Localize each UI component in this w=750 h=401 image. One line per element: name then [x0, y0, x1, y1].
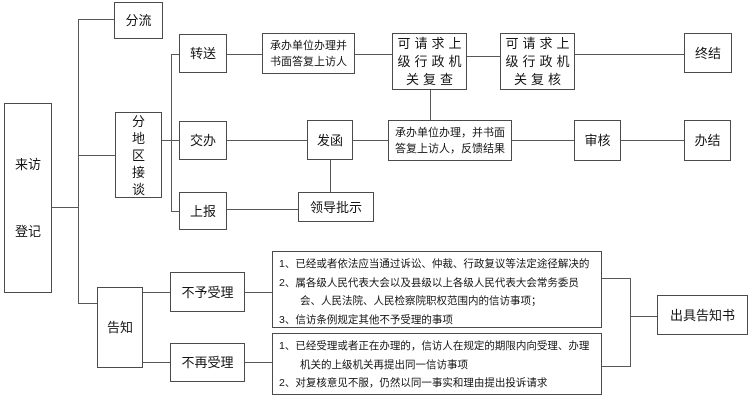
node-review-request: 可请求上 级行政机 关复查 — [392, 33, 467, 90]
connector-handle-review — [355, 54, 392, 55]
node-regional-talk: 分地区接谈 — [115, 112, 162, 198]
close-case-label: 办结 — [694, 133, 721, 148]
not-accept-reason-line: 1、已经或者依法应当通过诉讼、仲裁、行政复议等法定途径解决的 — [279, 258, 590, 270]
recheck-request-label: 可请求上 级行政机 关复核 — [505, 35, 574, 87]
no-longer-accept-reason-line: 1、已经受理或者正在办理的，信访人在规定的期限内向受理、办理 — [279, 340, 590, 352]
connector-trunk-vertical — [78, 19, 79, 304]
connector-recheck-terminate — [575, 54, 684, 55]
connector-reasons1-join — [602, 278, 630, 279]
no-longer-accept-reason-line: 2、对复核意见不服，仍然以同一事实和理由提出投诉请求 — [279, 377, 548, 389]
terminate-label: 终结 — [694, 45, 721, 61]
split-label: 分流 — [125, 13, 152, 28]
inform-label: 告知 — [106, 320, 133, 335]
connector-join-issue — [630, 316, 657, 317]
audit-label: 审核 — [584, 133, 611, 148]
node-send-letter: 发函 — [307, 120, 353, 160]
register-label: 登记 — [14, 224, 41, 239]
node-close-case: 办结 — [684, 120, 731, 161]
connector-audit-close — [621, 140, 684, 141]
send-letter-label: 发函 — [316, 132, 343, 148]
connector-trunk-inform — [78, 303, 97, 304]
connector-trunk-split — [78, 19, 114, 20]
connector-review-recheck — [467, 56, 500, 57]
connector-notaccept-reasons — [245, 292, 272, 293]
node-assign: 交办 — [179, 121, 227, 160]
node-transfer: 转送 — [179, 34, 227, 73]
node-split: 分流 — [114, 2, 163, 39]
node-no-longer-accept: 不再受理 — [170, 343, 245, 382]
connector-review-feedback — [430, 90, 431, 120]
assign-label: 交办 — [189, 133, 216, 148]
node-leader-note: 领导批示 — [298, 192, 374, 222]
connector-branch-report — [171, 211, 179, 212]
connector-reasons2-join — [602, 366, 630, 367]
connector-assign-letter — [227, 140, 307, 141]
report-up-label: 上报 — [189, 203, 216, 219]
connector-join-vertical — [630, 278, 631, 367]
node-no-longer-accept-reasons: 1、已经受理或者正在办理的，信访人在规定的期限内向受理、办理 机关的上级机关再提… — [272, 333, 602, 395]
not-accept-reason-line: 3、信访条例规定其他不予受理的事项 — [279, 313, 453, 326]
transfer-label: 转送 — [189, 46, 216, 61]
node-handle-reply: 承办单位办理并 书面答复上访人 — [262, 33, 355, 74]
node-terminate: 终结 — [684, 33, 732, 73]
no-longer-accept-reason-line: 机关的上级机关再提出同一信访事项 — [300, 358, 468, 371]
node-not-accept: 不予受理 — [170, 272, 245, 312]
node-inform: 告知 — [97, 287, 143, 368]
connector-inform-nolonger — [143, 362, 170, 363]
connector-report-leader — [227, 209, 298, 210]
connector-letter-feedback — [353, 140, 388, 141]
node-report-up: 上报 — [179, 192, 227, 230]
review-request-label: 可请求上 级行政机 关复查 — [397, 35, 466, 87]
connector-trunk-regional — [78, 155, 115, 156]
no-longer-accept-label: 不再受理 — [181, 355, 234, 370]
leader-note-label: 领导批示 — [309, 199, 362, 215]
not-accept-label: 不予受理 — [181, 284, 234, 300]
node-issue-notice: 出具告知书 — [657, 295, 748, 335]
not-accept-reason-line: 2、属各级人民代表大会以及县级以上各级人民代表大会常务委员 — [279, 276, 579, 289]
regional-talk-label: 分地区接谈 — [131, 113, 145, 197]
connector-branch-vertical — [171, 54, 172, 211]
connector-register-trunk — [52, 207, 78, 208]
handle-reply-label: 承办单位办理并 书面答复上访人 — [270, 39, 347, 68]
connector-letter-leader — [330, 160, 331, 192]
connector-transfer-handle — [227, 54, 262, 55]
connector-branch-transfer — [171, 54, 179, 55]
node-visit-register: 来访 登记 — [4, 103, 52, 293]
node-not-accept-reasons: 1、已经或者依法应当通过诉讼、仲裁、行政复议等法定途径解决的 2、属各级人民代表… — [272, 251, 602, 328]
not-accept-reason-line: 会、人民法院、人民检察院职权范围内的信访事项； — [300, 295, 542, 307]
connector-feedback-audit — [512, 140, 574, 141]
handle-feedback-label: 承办单位办理，并书面 答复上访人，反馈结果 — [395, 126, 505, 155]
node-audit: 审核 — [574, 120, 621, 161]
node-handle-feedback: 承办单位办理，并书面 答复上访人，反馈结果 — [388, 120, 512, 161]
connector-regional-assign — [162, 140, 179, 141]
issue-notice-label: 出具告知书 — [669, 307, 735, 323]
connector-inform-notaccept — [143, 292, 170, 293]
node-recheck-request: 可请求上 级行政机 关复核 — [500, 33, 575, 90]
connector-nolonger-reasons — [245, 362, 272, 363]
visit-label: 来访 — [14, 157, 41, 172]
